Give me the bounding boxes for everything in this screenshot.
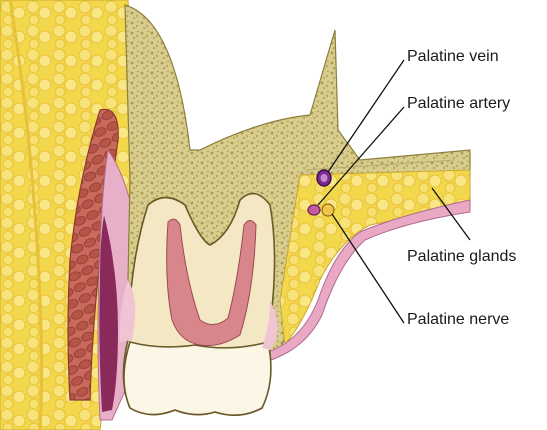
leader-line-artery: [317, 106, 405, 206]
leader-line-vein: [327, 59, 405, 173]
leader-line-glands: [431, 187, 471, 241]
palatine-nerve-shape: [321, 203, 335, 217]
gingiva-left: [119, 280, 136, 342]
palatine-artery-shape: [307, 204, 321, 216]
label-palatine-vein: Palatine vein: [407, 48, 499, 65]
label-palatine-artery: Palatine artery: [407, 95, 511, 112]
leader-line-nerve: [331, 213, 405, 324]
palatine-vein-lumen: [320, 174, 328, 182]
cheek-membrane: [8, 0, 44, 430]
gingiva-right: [262, 300, 278, 350]
dental-pulp: [166, 218, 257, 346]
label-palatine-glands: Palatine glands: [407, 248, 517, 265]
vestibule-dark: [99, 215, 118, 412]
enamel-crown: [123, 341, 272, 416]
label-palatine-nerve: Palatine nerve: [407, 311, 510, 328]
